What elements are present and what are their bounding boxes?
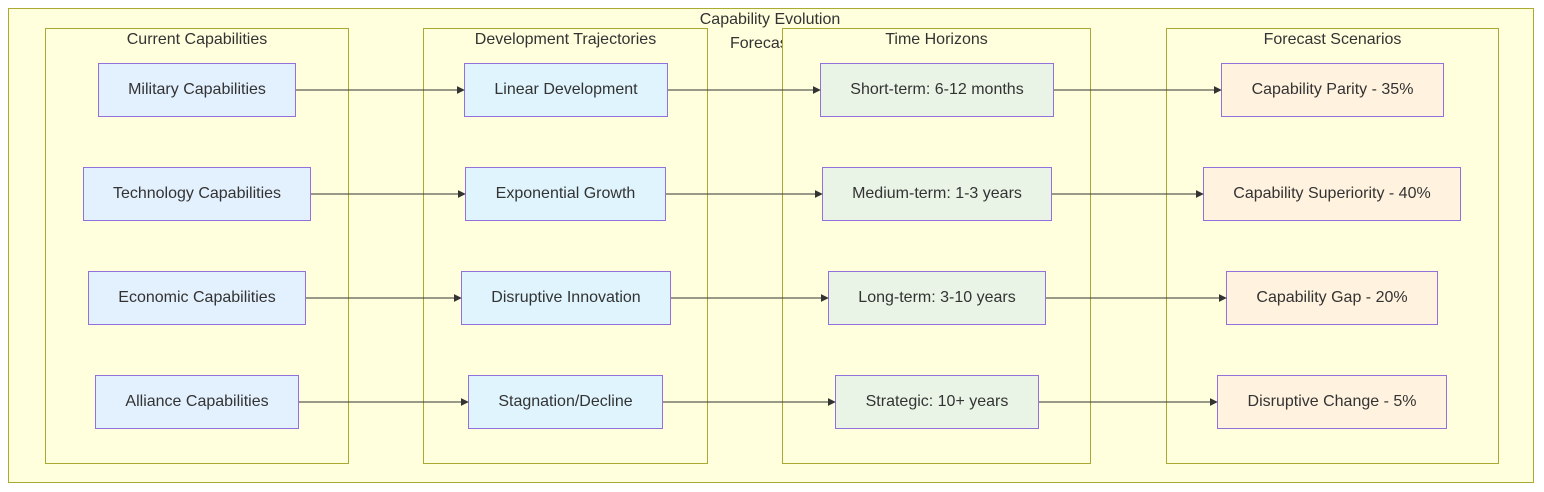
cluster-title-current: Current Capabilities [126, 31, 268, 48]
node-strategic: Strategic: 10+ years [835, 375, 1039, 429]
diagram-subtitle: Forecas [730, 35, 788, 52]
node-medium-term: Medium-term: 1-3 years [822, 167, 1052, 221]
node-exponential-growth: Exponential Growth [465, 167, 666, 221]
node-alliance-capabilities: Alliance Capabilities [95, 375, 299, 429]
node-economic-capabilities: Economic Capabilities [88, 271, 306, 325]
node-linear-development: Linear Development [464, 63, 668, 117]
cluster-title-horizons: Time Horizons [885, 31, 988, 48]
node-stagnation-decline: Stagnation/Decline [468, 375, 663, 429]
node-disruptive-change: Disruptive Change - 5% [1217, 375, 1447, 429]
diagram-title: Capability Evolution [699, 11, 841, 28]
node-capability-superiority: Capability Superiority - 40% [1203, 167, 1461, 221]
cluster-title-trajectories: Development Trajectories [474, 31, 657, 48]
node-short-term: Short-term: 6-12 months [820, 63, 1054, 117]
node-long-term: Long-term: 3-10 years [828, 271, 1046, 325]
node-military-capabilities: Military Capabilities [98, 63, 296, 117]
node-capability-gap: Capability Gap - 20% [1226, 271, 1438, 325]
cluster-title-scenarios: Forecast Scenarios [1263, 31, 1402, 48]
node-technology-capabilities: Technology Capabilities [83, 167, 311, 221]
node-disruptive-innovation: Disruptive Innovation [461, 271, 671, 325]
node-capability-parity: Capability Parity - 35% [1221, 63, 1444, 117]
